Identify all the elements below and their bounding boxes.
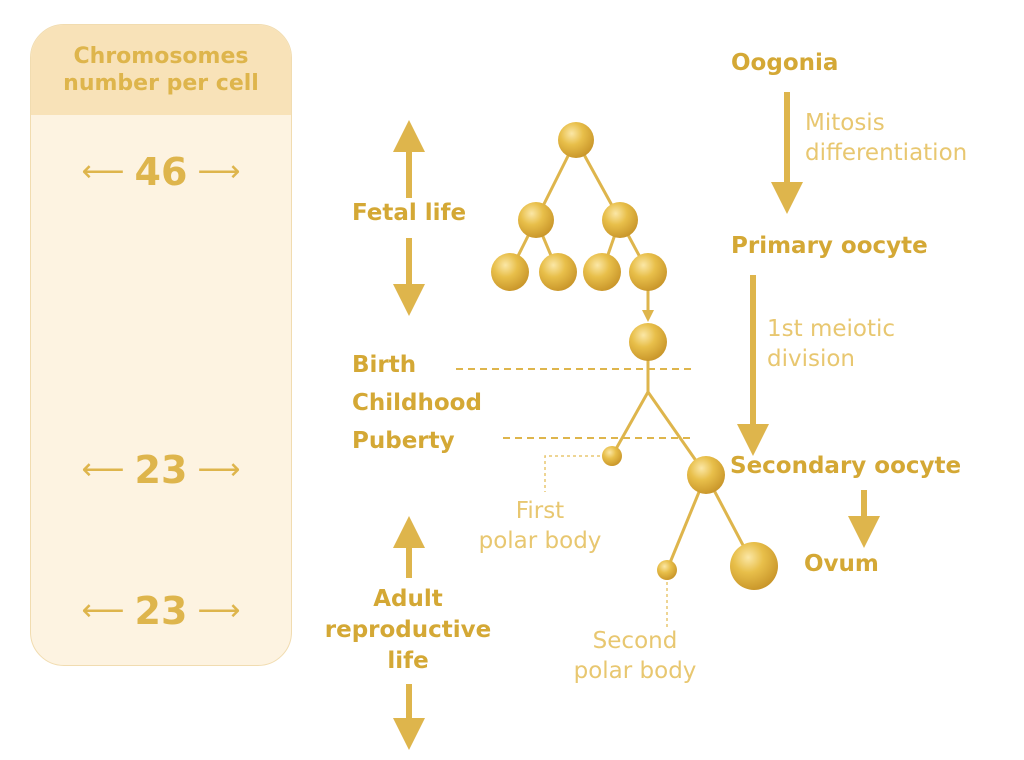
- primary-oocyte-label: Primary oocyte: [731, 233, 928, 259]
- puberty-label: Puberty: [352, 428, 455, 454]
- secondary-oocyte-label: Secondary oocyte: [730, 453, 962, 479]
- childhood-label: Childhood: [352, 390, 482, 416]
- oogonium-cell: [558, 122, 594, 158]
- oogonium-cell: [539, 253, 577, 291]
- ovum-label: Ovum: [804, 551, 879, 577]
- small-down-arrow: [642, 310, 654, 322]
- right-arrow-icon: ⟶: [197, 593, 241, 628]
- first-polar-leader: [544, 455, 612, 492]
- adult-label-line2: reproductive: [324, 617, 492, 643]
- meiotic-division-label: 1st meiotic division: [767, 314, 895, 374]
- fetal-life-down-arrow: [393, 238, 425, 316]
- panel-title-line1: Chromosomes: [73, 44, 249, 69]
- second-polar-body-label: Second polar body: [560, 626, 710, 686]
- first-polar-line1: First: [515, 498, 565, 524]
- first-polar-body-label: First polar body: [470, 496, 610, 556]
- secondary-oocyte-cell: [687, 456, 725, 494]
- adult-life-down-arrow: [393, 684, 425, 750]
- panel-header: Chromosomes number per cell: [31, 25, 291, 115]
- chromosome-count: 46: [134, 150, 188, 194]
- oogonium-cell: [518, 202, 554, 238]
- meiotic-label-line2: division: [767, 346, 856, 372]
- mitosis-arrow: [771, 92, 803, 214]
- primary-oocyte-cell: [629, 323, 667, 361]
- panel-title-line2: number per cell: [63, 71, 259, 96]
- fetal-life-up-arrow: [393, 120, 425, 198]
- chromosome-row-23b: ⟵ 23 ⟶: [31, 586, 291, 636]
- mitosis-label-line1: Mitosis: [805, 110, 885, 136]
- right-arrow-icon: ⟶: [197, 452, 241, 487]
- chromosome-count: 23: [134, 448, 188, 492]
- second-polar-body-cell: [657, 560, 677, 580]
- first-polar-line2: polar body: [478, 528, 602, 554]
- chromosome-count: 23: [134, 589, 188, 633]
- chromosome-row-23a: ⟵ 23 ⟶: [31, 445, 291, 495]
- oogonium-cell: [583, 253, 621, 291]
- meiosis-arrow: [737, 275, 769, 456]
- birth-label: Birth: [352, 352, 417, 378]
- mitosis-label-line2: differentiation: [805, 140, 968, 166]
- left-arrow-icon: ⟵: [81, 154, 125, 189]
- oogonium-cell: [629, 253, 667, 291]
- first-polar-body-cell: [602, 446, 622, 466]
- ovum-arrow: [848, 490, 880, 548]
- second-polar-line2: polar body: [573, 658, 697, 684]
- adult-reproductive-life-label: Adult reproductive life: [318, 584, 498, 677]
- oogonium-cell: [602, 202, 638, 238]
- right-arrow-icon: ⟶: [197, 154, 241, 189]
- chromosome-row-46: ⟵ 46 ⟶: [31, 147, 291, 197]
- fetal-life-label: Fetal life: [352, 200, 467, 226]
- left-arrow-icon: ⟵: [81, 593, 125, 628]
- chromosome-panel: Chromosomes number per cell ⟵ 46 ⟶ ⟵ 23 …: [30, 24, 292, 666]
- oogonium-cell: [491, 253, 529, 291]
- second-polar-line1: Second: [592, 628, 678, 654]
- left-arrow-icon: ⟵: [81, 452, 125, 487]
- adult-life-up-arrow: [393, 516, 425, 578]
- mitosis-label: Mitosis differentiation: [805, 108, 967, 168]
- adult-label-line3: life: [387, 648, 429, 674]
- oogonia-label: Oogonia: [731, 50, 839, 76]
- ovum-cell: [730, 542, 778, 590]
- meiotic-label-line1: 1st meiotic: [767, 316, 896, 342]
- adult-label-line1: Adult: [373, 586, 443, 612]
